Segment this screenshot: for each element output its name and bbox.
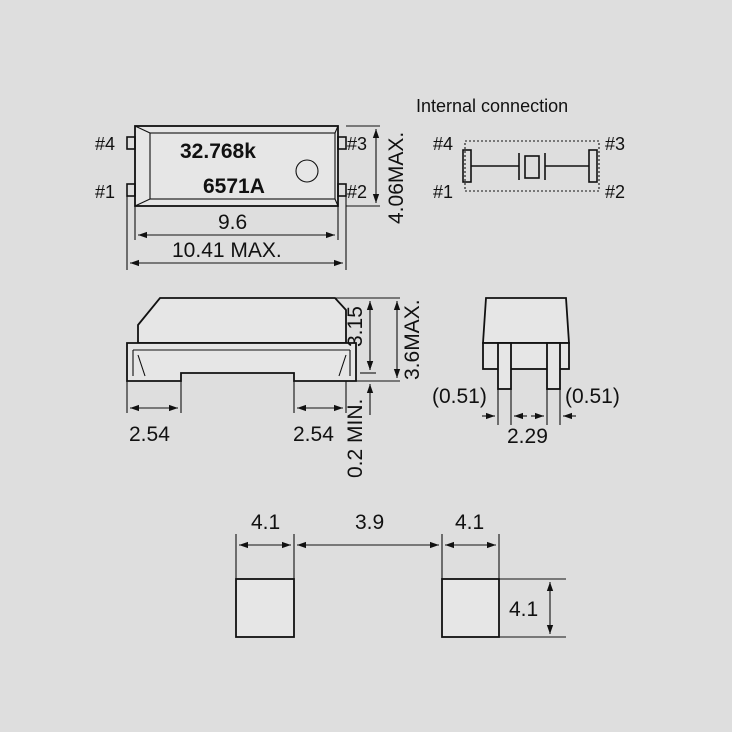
dim-footprint-gap: 3.9 [355,511,384,534]
dim-end-pitch: 2.29 [507,425,548,448]
package-body-end [482,297,570,344]
side-view: 3.15 3.6MAX. 0.2 MIN. 2.54 2.54 [126,297,424,478]
dim-height-max: 3.6MAX. [401,299,424,380]
dim-footprint-pad-left-width: 4.1 [251,511,280,534]
top-view: 32.768k 6571A #4 #1 #3 #2 4.06MAX. 9.6 1… [95,125,408,270]
pin-4-tab [126,136,136,150]
pin-label-1: #1 [95,182,115,202]
footprint-pad-right [441,578,500,638]
package-inner-outline [149,132,336,200]
package-body-top [134,125,339,207]
internal-pin-label-2: #2 [605,182,625,202]
pin-label-2: #2 [347,182,367,202]
dim-height: 3.15 [344,306,367,347]
internal-left-terminal [462,149,472,183]
internal-connection: Internal connection #4 #1 #3 #2 [416,96,625,202]
pin-2-tab [337,183,347,197]
pin-3-tab [337,136,347,150]
internal-right-terminal [588,149,598,183]
internal-pin-label-1: #1 [433,182,453,202]
part-marking: 6571A [203,175,265,198]
dim-length-max: 10.41 MAX. [172,239,282,262]
dim-width-max: 4.06MAX. [385,132,408,224]
dim-end-left: (0.51) [432,385,487,408]
dim-standoff: 0.2 MIN. [344,399,367,478]
lead-right-end [546,342,561,390]
internal-pin-label-3: #3 [605,134,625,154]
internal-pin-label-4: #4 [433,134,453,154]
pin-label-4: #4 [95,134,115,154]
dim-length: 9.6 [218,211,247,234]
dim-end-right: (0.51) [565,385,620,408]
footprint: 4.1 3.9 4.1 4.1 [235,511,566,638]
dim-pad-right: 2.54 [293,423,334,446]
footprint-pad-left [235,578,295,638]
pin1-marker-dot [295,159,319,183]
internal-connection-title: Internal connection [416,96,568,116]
lead-frame-side [126,342,357,382]
dim-pad-left: 2.54 [129,423,170,446]
dim-footprint-pad-height: 4.1 [509,598,538,621]
pin-1-tab [126,183,136,197]
lead-left-end [497,342,512,390]
crystal-symbol [524,155,540,179]
end-view: (0.51) (0.51) 2.29 [432,297,620,448]
dim-footprint-pad-right-width: 4.1 [455,511,484,534]
frequency-marking: 32.768k [180,140,256,163]
package-body-side [137,297,347,344]
pin-label-3: #3 [347,134,367,154]
